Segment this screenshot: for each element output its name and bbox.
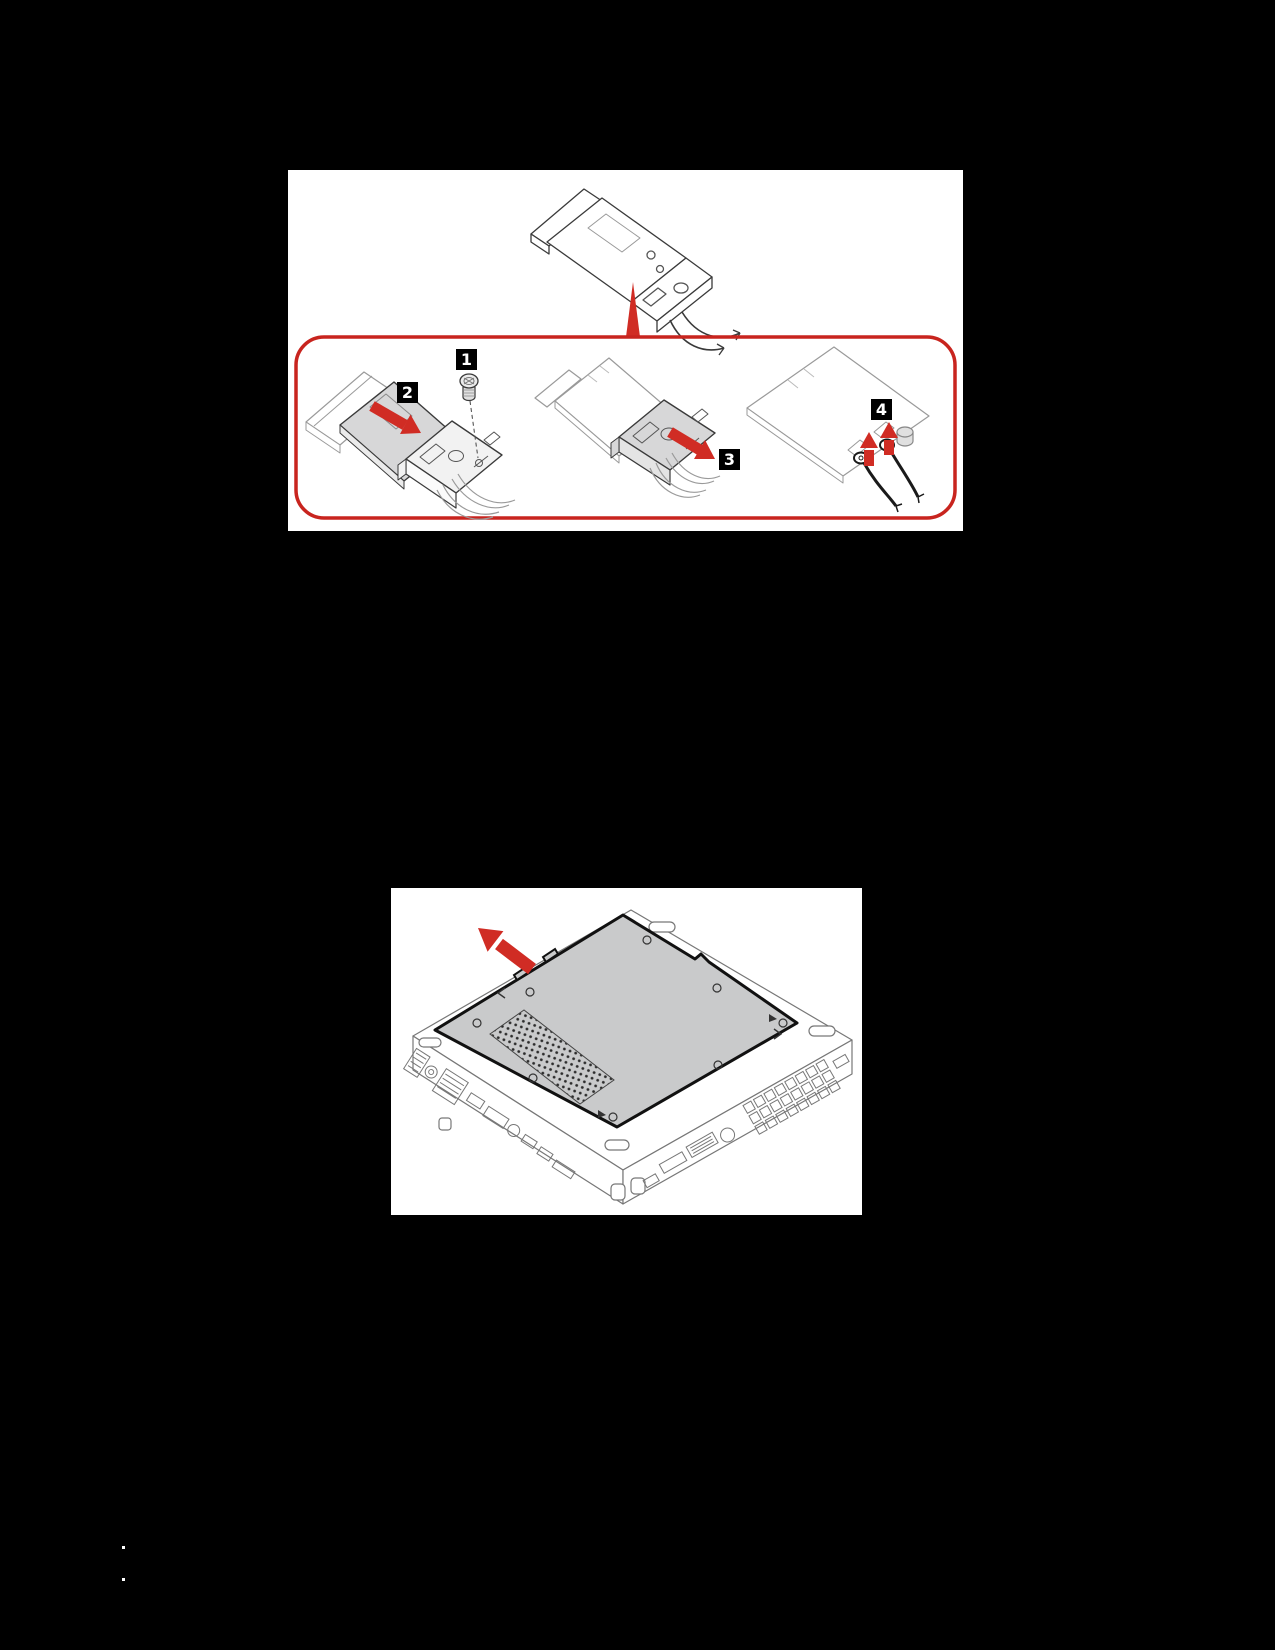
antenna-cable [669, 319, 725, 351]
rim-slot [808, 1025, 836, 1037]
pointer-triangle-icon [626, 282, 640, 337]
cable-fray [917, 493, 925, 504]
ghost-cable [649, 467, 701, 498]
antenna-pad [873, 421, 895, 439]
wifi-card-steps-art [294, 188, 957, 520]
antenna-cable-black [862, 462, 898, 507]
top-cover [433, 913, 799, 1129]
ghost-cable [457, 473, 516, 504]
top-cover-art [402, 909, 853, 1205]
ghost-card [746, 346, 930, 477]
callout-4-badge: 4 [871, 399, 892, 420]
antenna-cable-black [888, 449, 920, 498]
standoff-cylinder [896, 426, 914, 447]
chassis-foot [438, 1117, 452, 1131]
step-1-2-illustration [305, 371, 516, 520]
cable-tick [716, 343, 725, 356]
step-4-illustration [746, 346, 930, 513]
front-ports [402, 1047, 576, 1180]
screw-body [462, 387, 476, 402]
ghost-card-side [746, 407, 844, 484]
arrow-southeast-icon [369, 401, 421, 434]
callout-3-badge: 3 [719, 449, 740, 470]
card-face-detail [587, 213, 641, 253]
bracket-notch [397, 458, 407, 481]
ghost-cable [451, 478, 510, 509]
stray-dot [122, 1546, 125, 1549]
rim-slot [418, 1037, 442, 1048]
bracket-detail [691, 408, 709, 423]
chevron-mark-icon [773, 1028, 783, 1040]
step-group-border [294, 335, 957, 520]
card-detail-circle [646, 250, 656, 260]
callout-2-badge: 2 [397, 382, 418, 403]
figure-wifi-card-replacement: 1 2 3 4 [288, 170, 963, 531]
arrow-up-icon [880, 422, 898, 455]
figure-top-cover-removal [391, 888, 862, 1215]
screw-head-inner [463, 377, 475, 385]
ghost-cable [436, 489, 494, 520]
lock-mark-icon [598, 1110, 606, 1118]
wifi-card-side [339, 424, 405, 490]
cover-latch-tab [541, 947, 560, 964]
bracket-clip [642, 287, 667, 307]
bracket-hole [448, 450, 464, 462]
ghost-cable [671, 452, 721, 480]
screw-icon [459, 373, 479, 402]
top-cover-plate [433, 913, 799, 1129]
callout-1-badge: 1 [456, 349, 477, 370]
bracket-notch [610, 436, 620, 459]
ghost-cable [442, 484, 500, 515]
screw-hole [475, 459, 483, 467]
bracket-lip [656, 276, 713, 333]
arrow-southeast-icon [667, 427, 715, 459]
cover-vent-grid [489, 1009, 615, 1105]
ghost-slot-line [313, 375, 373, 427]
stray-dot [122, 1578, 125, 1581]
rim-slot [648, 921, 676, 933]
card-connector-slab-side [530, 233, 550, 255]
step-3-illustration [534, 357, 721, 498]
antenna-cable [681, 311, 741, 339]
arrow-northwest-icon [478, 928, 536, 975]
card-face-detail [369, 393, 413, 430]
ghost-cable [655, 462, 707, 493]
ghost-card-detail [787, 368, 815, 389]
bracket-hole [673, 282, 689, 294]
lock-mark-icon [769, 1014, 777, 1022]
cable-fray [895, 503, 903, 513]
rear-ports [642, 1053, 850, 1189]
ghost-card-detail [587, 365, 610, 383]
arrow-up-icon [860, 432, 878, 466]
chassis-foot [630, 1177, 646, 1195]
bracket-clip [632, 421, 660, 444]
card-detail-circle [655, 264, 665, 274]
ghost-slab [534, 369, 582, 408]
screw-threads [463, 389, 475, 397]
wifi-card-assembled [530, 188, 741, 356]
chevron-mark-icon [496, 987, 506, 999]
ghost-slot-side [305, 421, 341, 454]
cover-screw-holes [472, 935, 788, 1122]
ghost-cable [665, 457, 715, 485]
rear-vent-grid [742, 1058, 841, 1135]
chassis-foot [610, 1183, 626, 1201]
ghost-card-side [554, 400, 620, 464]
cable-connector-ring [858, 455, 864, 461]
screw-slot [463, 377, 475, 385]
bracket-detail [483, 431, 501, 446]
rim-slot [604, 1139, 630, 1151]
screw-axis-dashed-line [469, 400, 479, 459]
bracket-clip [419, 443, 446, 465]
